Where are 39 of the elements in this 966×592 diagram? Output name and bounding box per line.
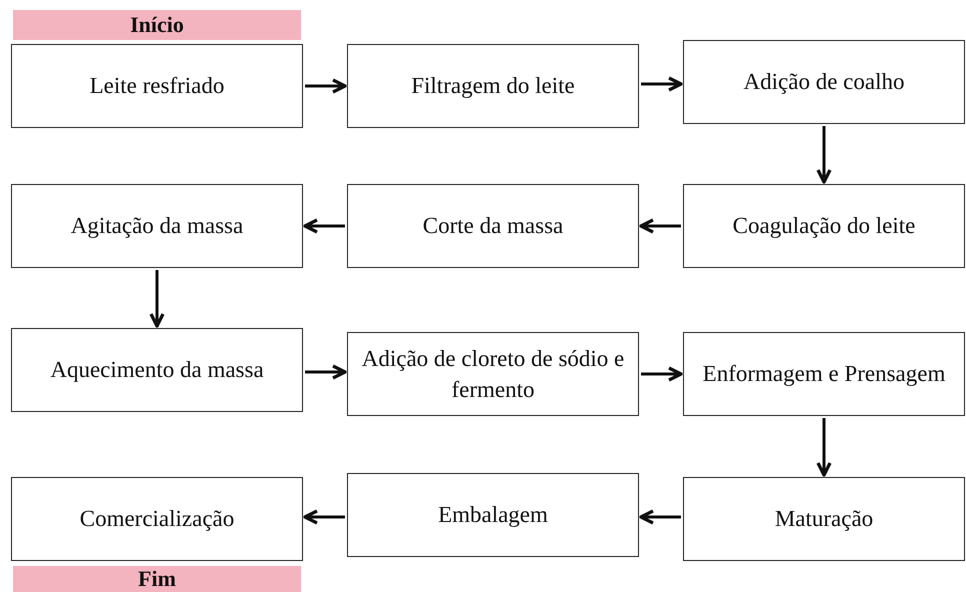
step-label: Enformagem e Prensagem xyxy=(702,360,946,388)
step-label: Adição de cloreto de sódio e fermento xyxy=(360,344,626,404)
step-label: Filtragem do leite xyxy=(411,72,575,100)
step-label: Corte da massa xyxy=(422,212,564,240)
process-box xyxy=(347,44,639,128)
process-box xyxy=(11,477,303,561)
step-label: Agitação da massa xyxy=(70,212,244,240)
process-box xyxy=(11,184,303,268)
process-box xyxy=(11,328,303,412)
step-label: Comercialização xyxy=(80,505,234,534)
arrow xyxy=(641,366,683,382)
arrow xyxy=(305,364,347,380)
arrow xyxy=(639,509,681,525)
step-label: Adição de coalho xyxy=(744,68,904,96)
step-label: Coagulação do leite xyxy=(732,212,916,240)
step-label: Aquecimento da massa xyxy=(50,356,264,384)
process-box xyxy=(683,40,965,124)
band-label: Início xyxy=(130,12,184,38)
process-box xyxy=(347,332,639,416)
band-label: Fim xyxy=(138,566,176,592)
arrow xyxy=(303,509,345,525)
arrow xyxy=(303,218,345,234)
process-box xyxy=(683,332,965,416)
arrow xyxy=(305,78,347,94)
step-label: Maturação xyxy=(774,505,874,534)
process-box xyxy=(347,473,639,557)
arrow xyxy=(816,418,832,477)
process-box xyxy=(683,184,965,268)
arrow xyxy=(149,270,165,328)
arrow xyxy=(639,218,681,234)
arrow xyxy=(816,126,832,184)
arrow xyxy=(641,76,683,92)
label-band xyxy=(13,10,301,40)
step-label: Embalagem xyxy=(438,501,548,530)
process-box xyxy=(683,477,965,561)
process-box xyxy=(347,184,639,268)
label-band xyxy=(13,566,301,592)
process-box xyxy=(11,44,303,128)
step-label: Leite resfriado xyxy=(90,72,224,100)
